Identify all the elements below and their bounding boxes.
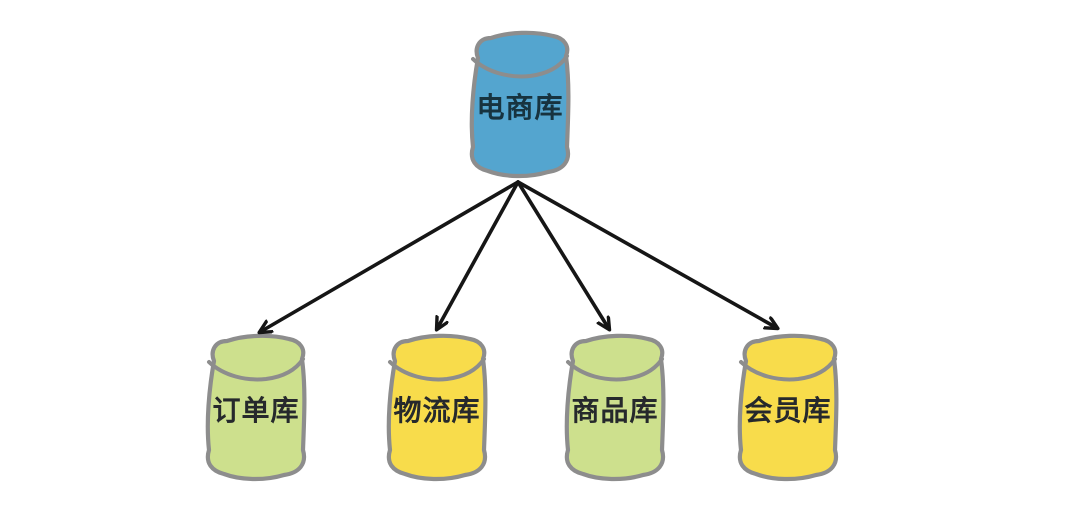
- db-node-logistics: 物流库: [381, 331, 493, 483]
- db-node-orders: 订单库: [200, 331, 312, 483]
- database-cylinder-icon: [564, 333, 666, 482]
- db-node-label: 电商库: [476, 91, 564, 123]
- db-node-ecommerce: 电商库: [464, 28, 576, 180]
- database-cylinder-icon: [737, 333, 839, 482]
- db-node-products: 商品库: [559, 331, 671, 483]
- database-cylinder-icon: [386, 333, 488, 482]
- db-node-label: 订单库: [212, 394, 300, 426]
- arrow-ecommerce-to-logistics: [437, 180, 520, 329]
- arrow-ecommerce-to-members: [516, 180, 777, 328]
- arrow-ecommerce-to-orders: [260, 180, 520, 332]
- db-node-label: 物流库: [393, 394, 481, 426]
- db-node-members: 会员库: [732, 331, 844, 483]
- database-cylinder-icon: [205, 333, 307, 482]
- arrow-ecommerce-to-products: [516, 180, 609, 329]
- database-cylinder-icon: [469, 30, 571, 179]
- db-node-label: 商品库: [571, 394, 659, 426]
- db-node-label: 会员库: [744, 394, 832, 426]
